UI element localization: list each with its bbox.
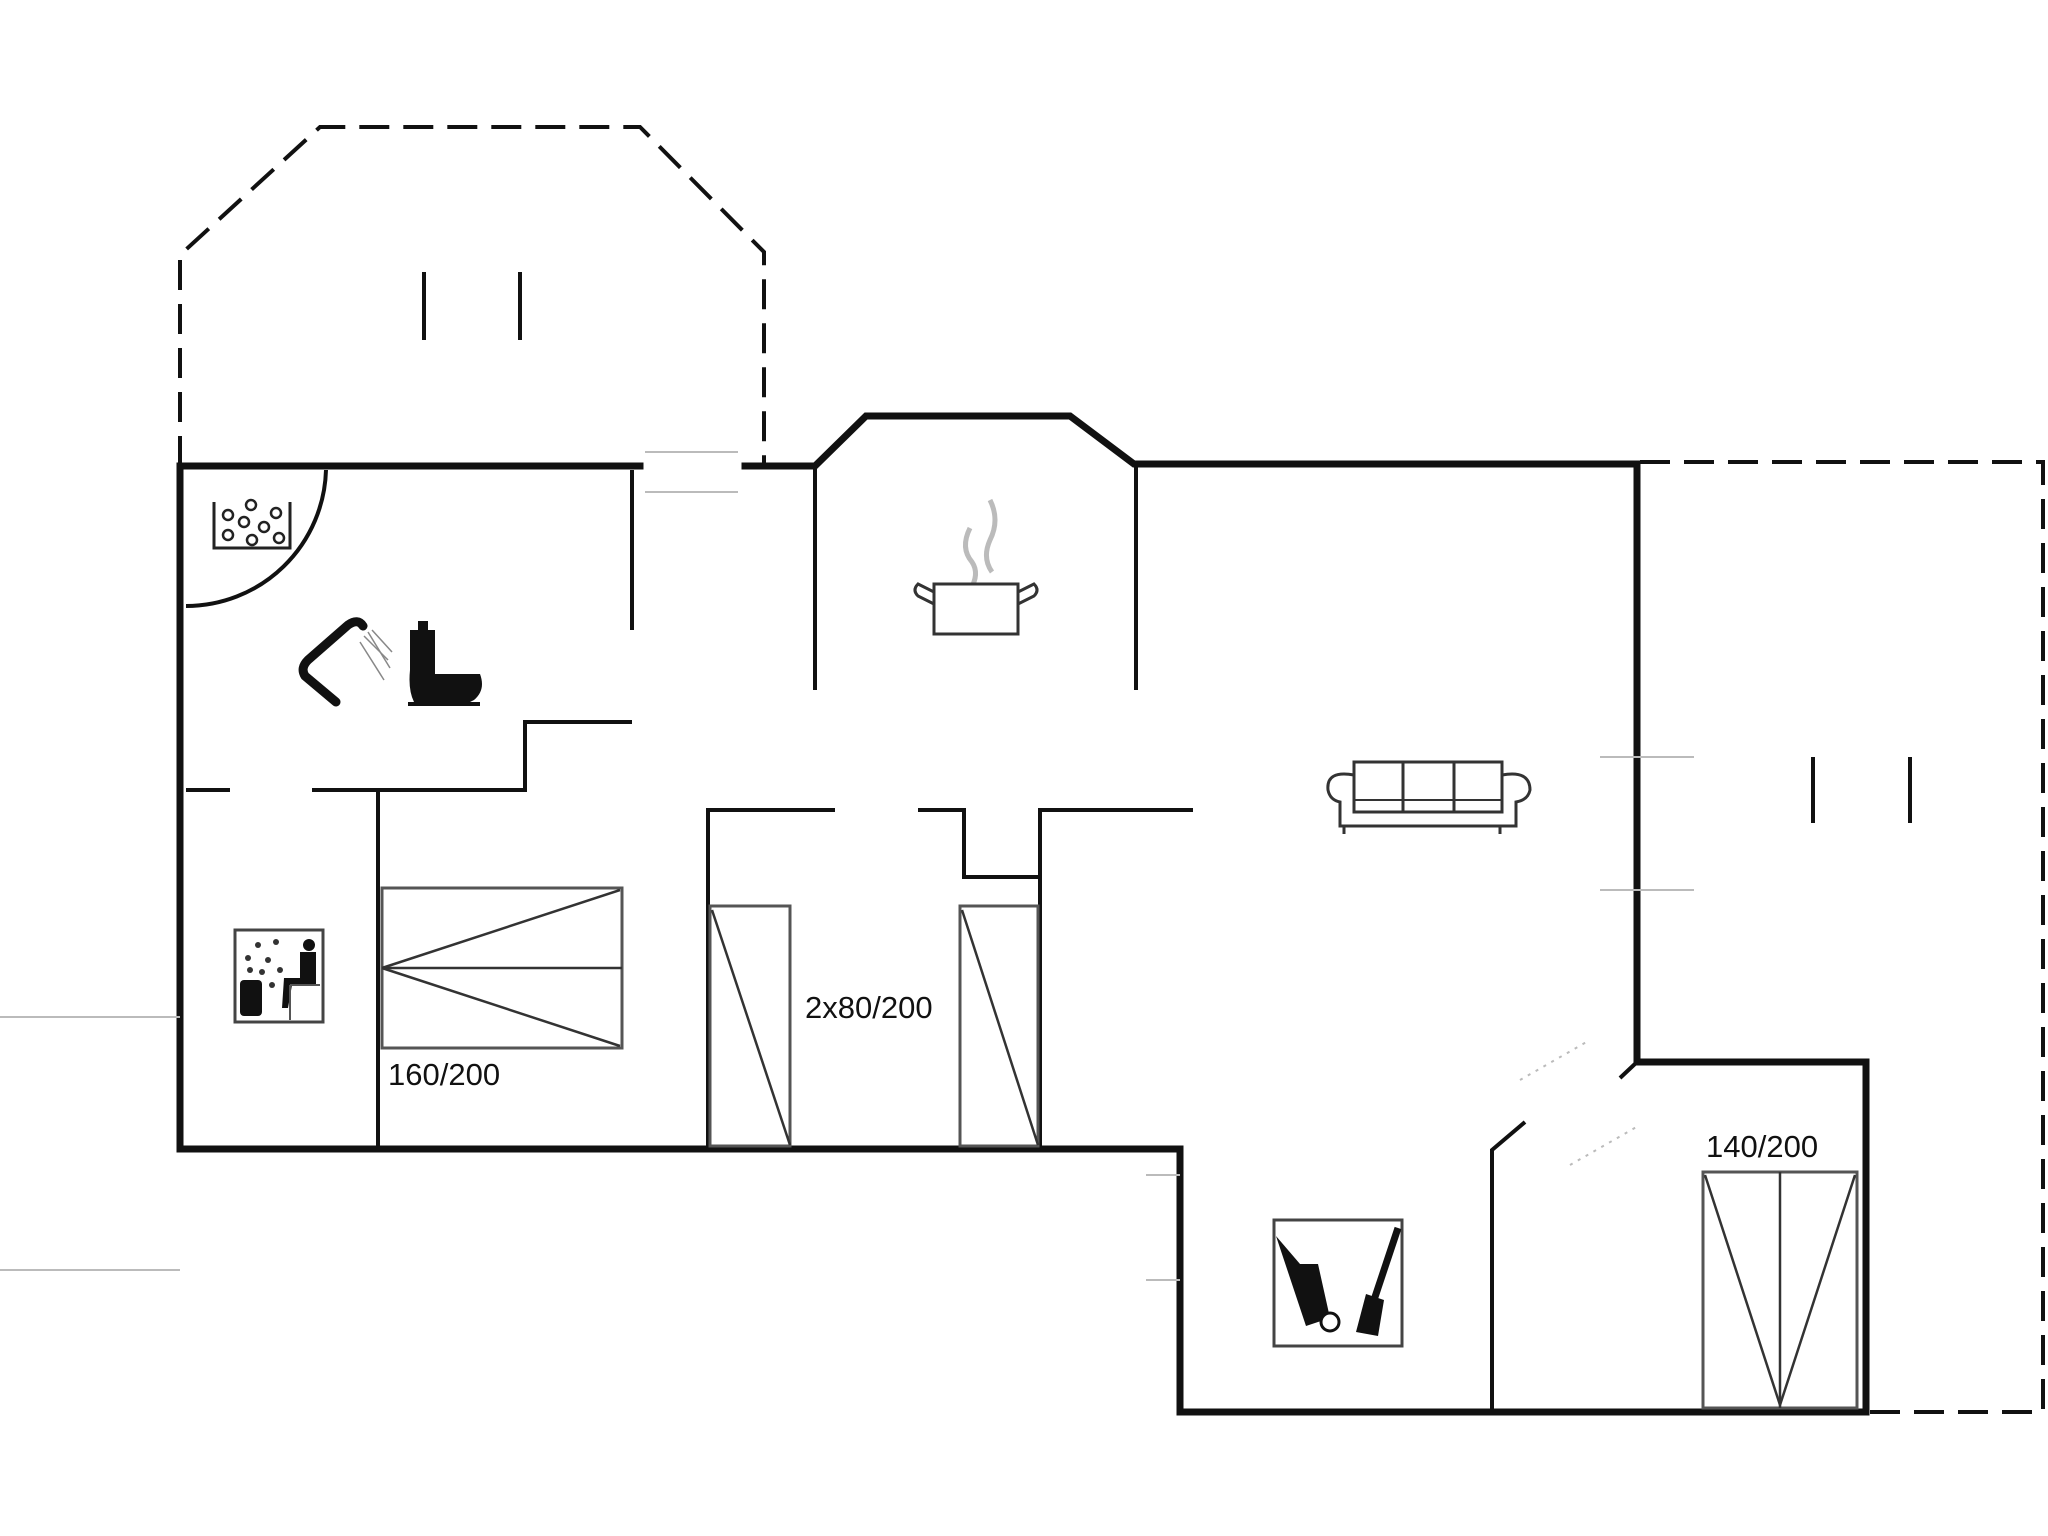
bed-size-label: 140/200 xyxy=(1706,1129,1818,1164)
utility-icon xyxy=(1272,1218,1404,1348)
terrace-north xyxy=(178,125,766,466)
bed-160-200: 160/200 xyxy=(380,886,624,1092)
exterior-walls xyxy=(176,412,1870,1416)
interior-walls xyxy=(186,466,1639,1410)
sofa-icon xyxy=(1326,760,1532,834)
shower-icon xyxy=(298,617,393,707)
bed-2x80-200: 2x80/200 xyxy=(708,904,1040,1148)
whirlpool-icon xyxy=(212,498,292,550)
bed-140-200: 140/200 xyxy=(1701,1129,1859,1410)
bed-size-label: 2x80/200 xyxy=(805,990,933,1025)
terrace-east xyxy=(1640,460,2045,1414)
sauna-icon xyxy=(233,928,325,1024)
whirlpool xyxy=(185,469,328,608)
windows xyxy=(0,451,1694,1281)
cooking-pot-icon xyxy=(913,498,1039,636)
bed-size-label: 160/200 xyxy=(388,1057,500,1092)
toilet-icon xyxy=(408,621,482,706)
